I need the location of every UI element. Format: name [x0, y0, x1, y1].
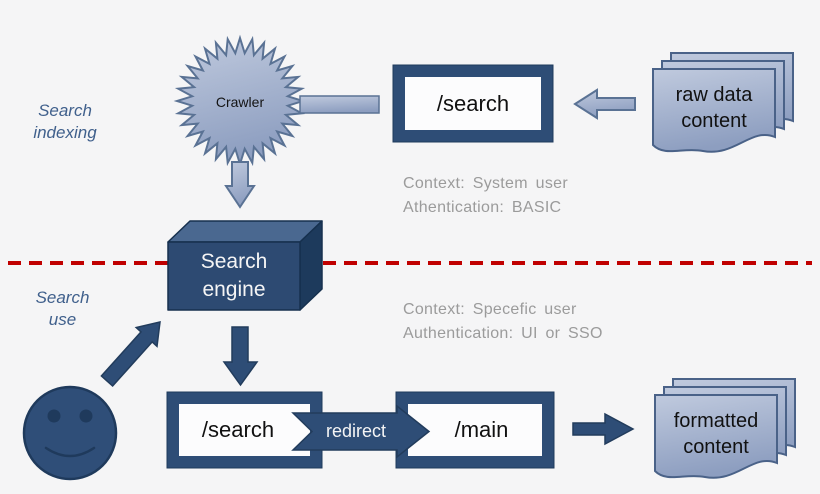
search-engine-box — [167, 220, 323, 311]
user-to-engine-arrow — [100, 321, 161, 388]
main-endpoint-box — [395, 391, 555, 469]
user-smiley-face — [22, 385, 118, 481]
redirect-ribbon-arrow — [291, 404, 431, 459]
use-auth-annotation: Authentication: UI or SSO — [403, 325, 603, 342]
search-endpoint-bottom-box — [166, 391, 323, 469]
search-endpoint-top-label: /search — [436, 90, 510, 116]
use-context-annotation: Context: Specefic user — [403, 301, 577, 318]
engine-to-search-arrow — [222, 326, 259, 387]
crawler-to-engine-arrow — [224, 161, 256, 209]
rawdata-to-search-arrow — [573, 88, 636, 120]
search-endpoint-bottom-label: /search — [201, 417, 275, 442]
main-endpoint-label: /main — [454, 417, 509, 442]
formatted-content-label: formatted content — [673, 410, 759, 458]
redirect-label: redirect — [325, 421, 387, 441]
raw-data-label: raw data content — [675, 84, 753, 132]
search-indexing-label: Search indexing — [33, 101, 97, 142]
search-endpoint-top-box — [392, 64, 554, 143]
search-engine-label: Search engine — [200, 250, 268, 301]
crawler-label: Crawler — [215, 94, 265, 110]
indexing-auth-annotation: Athentication: BASIC — [403, 199, 562, 216]
crawler-to-search-connector — [299, 95, 380, 114]
main-to-formatted-arrow — [572, 412, 635, 446]
indexing-context-annotation: Context: System user — [403, 175, 568, 192]
search-use-label: Search use — [35, 288, 90, 329]
